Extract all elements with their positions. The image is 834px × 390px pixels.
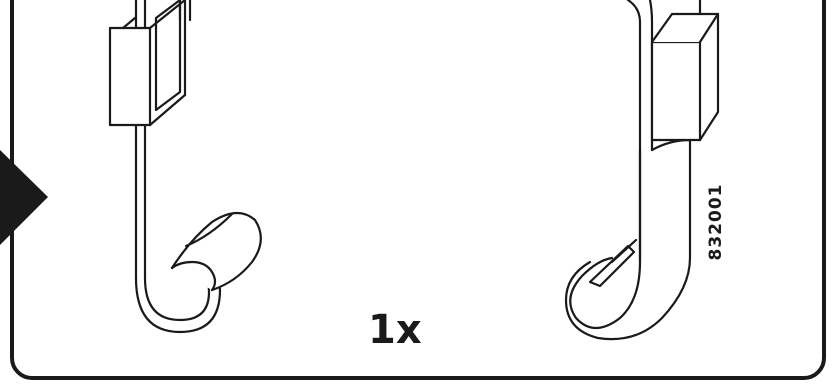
left-hanger-drawing [108,0,262,334]
part-number-label: 832001 [706,183,726,261]
quantity-label: 1x [368,307,422,353]
right-hanger-drawing [564,0,720,341]
black-triangle-arrow-icon [0,150,48,245]
